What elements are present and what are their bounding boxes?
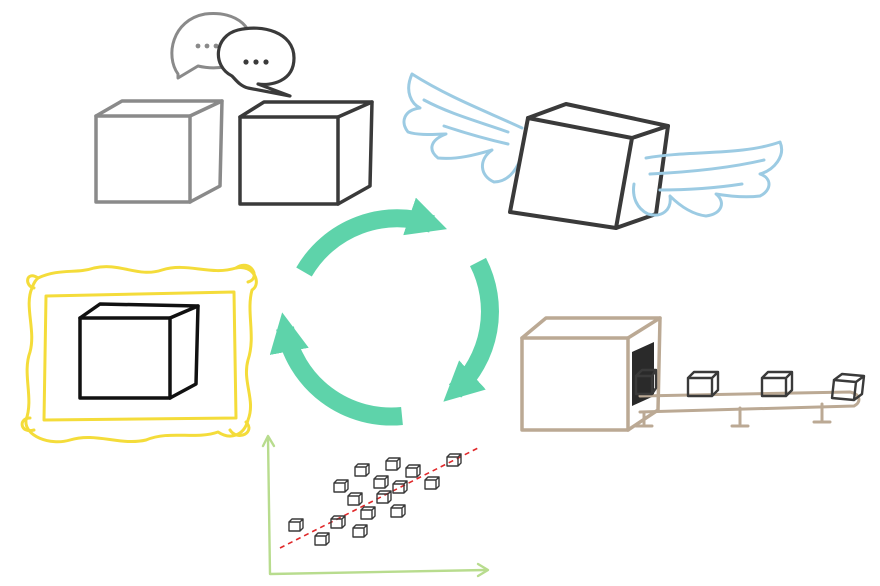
right-wing-icon: [632, 140, 783, 218]
scatter-box-icon: [405, 464, 421, 478]
scatter-box-icon: [385, 457, 401, 471]
winged-box-icon: [508, 102, 670, 230]
conveyor-box-icon: [634, 368, 658, 396]
cycle-arrow-right: [443, 257, 499, 402]
scatter-box-icon: [354, 463, 370, 477]
gray-box-icon: [94, 99, 224, 204]
scatter-box-icon: [424, 476, 440, 490]
conveyor-box-icon: [830, 372, 866, 402]
scatter-box-icon: [376, 490, 392, 504]
scatter-box-icon: [390, 504, 406, 518]
cycle-arrow-top: [296, 197, 448, 277]
scatter-box-icon: [330, 515, 346, 529]
left-wing-icon: [402, 72, 524, 184]
dark-box-icon: [238, 100, 374, 206]
dark-speech-bubble-icon: [216, 26, 296, 98]
scatter-plot-group: [261, 434, 490, 578]
scatter-box-icon: [347, 492, 363, 506]
talking-boxes-group: [94, 12, 374, 206]
winged-box-group: [402, 72, 783, 230]
scatter-points: [288, 453, 462, 546]
scatter-box-icon: [360, 506, 376, 520]
factory-opening: [632, 342, 654, 406]
gray-speech-bubble-icon: [170, 12, 253, 80]
factory-conveyor-group: [520, 316, 866, 432]
scatter-box-icon: [288, 518, 304, 532]
scatter-box-icon: [314, 532, 330, 546]
scatter-box-icon: [392, 480, 408, 494]
conveyor-box-icon: [760, 370, 794, 398]
scatter-box-icon: [373, 475, 389, 489]
picture-frame-icon: [20, 263, 258, 444]
scatter-box-icon: [352, 524, 368, 538]
conveyor-boxes: [634, 368, 866, 402]
scatter-box-icon: [446, 453, 462, 467]
conveyor-box-icon: [686, 370, 720, 398]
scatter-box-icon: [333, 479, 349, 493]
framed-box-group: [20, 263, 258, 444]
conveyor-belt-icon: [634, 390, 861, 428]
cycle-arrows: [269, 197, 499, 426]
trend-line: [279, 447, 479, 549]
plot-axes: [261, 434, 490, 578]
cycle-arrow-bottom-left: [269, 312, 403, 426]
black-box-icon: [78, 302, 200, 400]
